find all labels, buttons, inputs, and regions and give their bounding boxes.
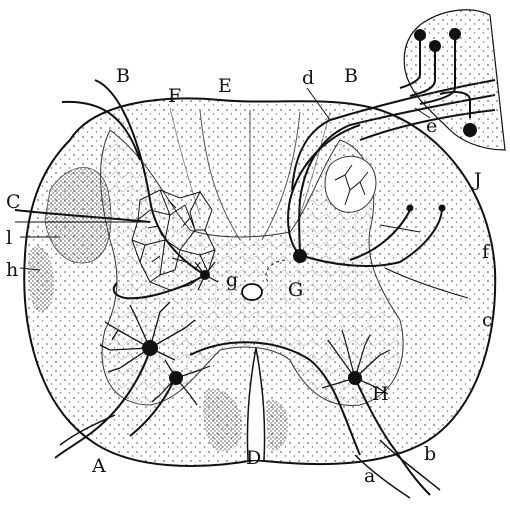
fibre-G-up <box>287 124 361 256</box>
label-A: A <box>91 455 106 477</box>
leader-lines <box>15 87 469 299</box>
cell-H <box>321 329 391 395</box>
ventral-root-bundles <box>59 414 441 499</box>
fibre-f <box>349 209 411 261</box>
label-c: c <box>482 309 493 331</box>
spinal-cord-section <box>23 97 497 467</box>
label-h: h <box>6 259 18 281</box>
fibre-end-f <box>406 204 414 212</box>
label-B-left: B <box>116 65 130 87</box>
anterior-median-fissure <box>246 347 266 461</box>
label-l: l <box>6 227 12 249</box>
column-boundary-left-outer <box>169 107 201 216</box>
label-F: F <box>168 85 181 107</box>
label-a: a <box>364 465 375 487</box>
label-E: E <box>218 75 232 97</box>
cell-G <box>293 249 307 263</box>
ganglion-cell-3 <box>449 28 461 40</box>
nerve-cells <box>99 204 446 406</box>
fibre-a <box>189 341 361 456</box>
ganglion-cell-4 <box>463 123 477 137</box>
label-D: D <box>246 447 261 469</box>
ventral-root-A <box>54 349 151 459</box>
posterior-column-boundary-right <box>261 111 301 241</box>
ganglion-cell-1 <box>414 29 426 41</box>
label-f: f <box>482 241 491 263</box>
canal-dashed-outline <box>265 259 286 283</box>
dense-patch-anterior-left <box>203 388 243 452</box>
label-d: d <box>302 67 314 89</box>
central-canal <box>241 283 263 301</box>
fibre-C <box>14 209 151 223</box>
fibre-g-hook <box>112 274 206 300</box>
dense-patch-anterior-right <box>266 399 289 451</box>
figure-labels: B F E d B e J C l h g G f c H A D a b <box>6 65 493 487</box>
fibre-b <box>354 377 431 496</box>
column-boundary-right-outer <box>299 111 331 216</box>
label-g: g <box>226 269 238 291</box>
grey-matter <box>100 129 404 406</box>
fibre-end-right <box>438 204 446 212</box>
label-e: e <box>426 115 437 137</box>
cell-g <box>194 261 219 291</box>
cell-A-upper <box>99 301 196 373</box>
fibre-B-left <box>94 79 206 276</box>
label-J: J <box>472 169 482 191</box>
posterior-column-boundary-left <box>199 109 241 241</box>
label-H: H <box>372 383 389 405</box>
fibre-G-out <box>299 209 443 267</box>
fibre-left-loop <box>61 100 141 161</box>
ventral-root-A-2 <box>129 377 176 437</box>
label-B-right: B <box>344 65 358 87</box>
ganglion-cell-2 <box>429 40 441 52</box>
nucleus-d-region <box>324 155 377 213</box>
label-G: G <box>288 279 303 301</box>
label-C: C <box>6 191 21 213</box>
ganglion-J <box>399 9 506 151</box>
cell-A-lower <box>151 359 211 406</box>
label-b: b <box>424 443 436 465</box>
dense-patch-left-edge <box>28 246 55 313</box>
